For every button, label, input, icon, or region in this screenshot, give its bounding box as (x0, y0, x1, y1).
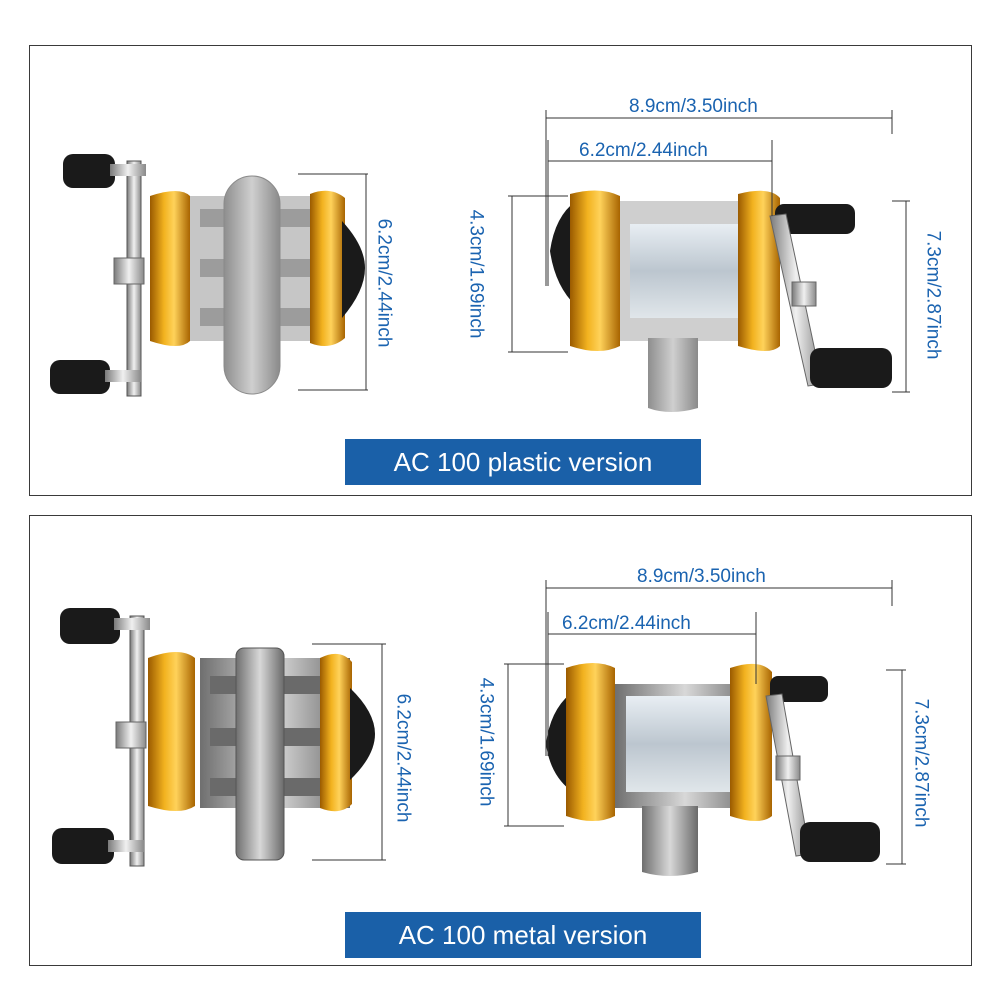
total-height-label: 7.3cm/2.87inch (910, 698, 932, 828)
body-height-label: 4.3cm/1.69inch (465, 209, 487, 339)
version-label: AC 100 plastic version (345, 439, 701, 485)
front-dimension-lines (508, 110, 910, 393)
total-width-label: 8.9cm/3.50inch (637, 566, 766, 587)
metal-version-panel: 6.2cm/2.44inch 8.9cm/3.50inch 6.2cm/2.44… (29, 515, 972, 966)
front-view-reel (546, 663, 880, 876)
handle-knob-bottom (810, 348, 892, 388)
plastic-reel-illustration (50, 110, 910, 412)
front-view-reel (550, 190, 892, 412)
handle-knob-top (775, 204, 855, 234)
handle-knob-bottom (52, 828, 114, 864)
handle-knob-bottom (800, 822, 880, 862)
total-height-label: 7.3cm/2.87inch (922, 230, 944, 360)
side-height-label: 6.2cm/2.44inch (392, 693, 414, 823)
version-label: AC 100 metal version (345, 912, 701, 958)
plastic-version-panel: 6.2cm/2.44inch 8.9cm/3.50inch 6.2cm/2.44… (29, 45, 972, 496)
front-dimension-lines (504, 580, 906, 865)
total-width-label: 8.9cm/3.50inch (629, 96, 758, 117)
handle-knob-top (60, 608, 120, 644)
metal-reel-illustration (52, 580, 906, 876)
side-view-reel (52, 608, 375, 867)
handle-knob-bottom (50, 360, 110, 394)
handle-knob-top (770, 676, 828, 702)
body-width-label: 6.2cm/2.44inch (579, 140, 708, 161)
body-height-label: 4.3cm/1.69inch (475, 677, 497, 807)
body-width-label: 6.2cm/2.44inch (562, 613, 691, 634)
side-height-dimension-lines (312, 643, 386, 861)
side-height-dimension-lines (298, 173, 368, 391)
handle-knob-top (63, 154, 115, 188)
side-height-label: 6.2cm/2.44inch (373, 218, 395, 348)
side-view-reel (50, 154, 365, 397)
